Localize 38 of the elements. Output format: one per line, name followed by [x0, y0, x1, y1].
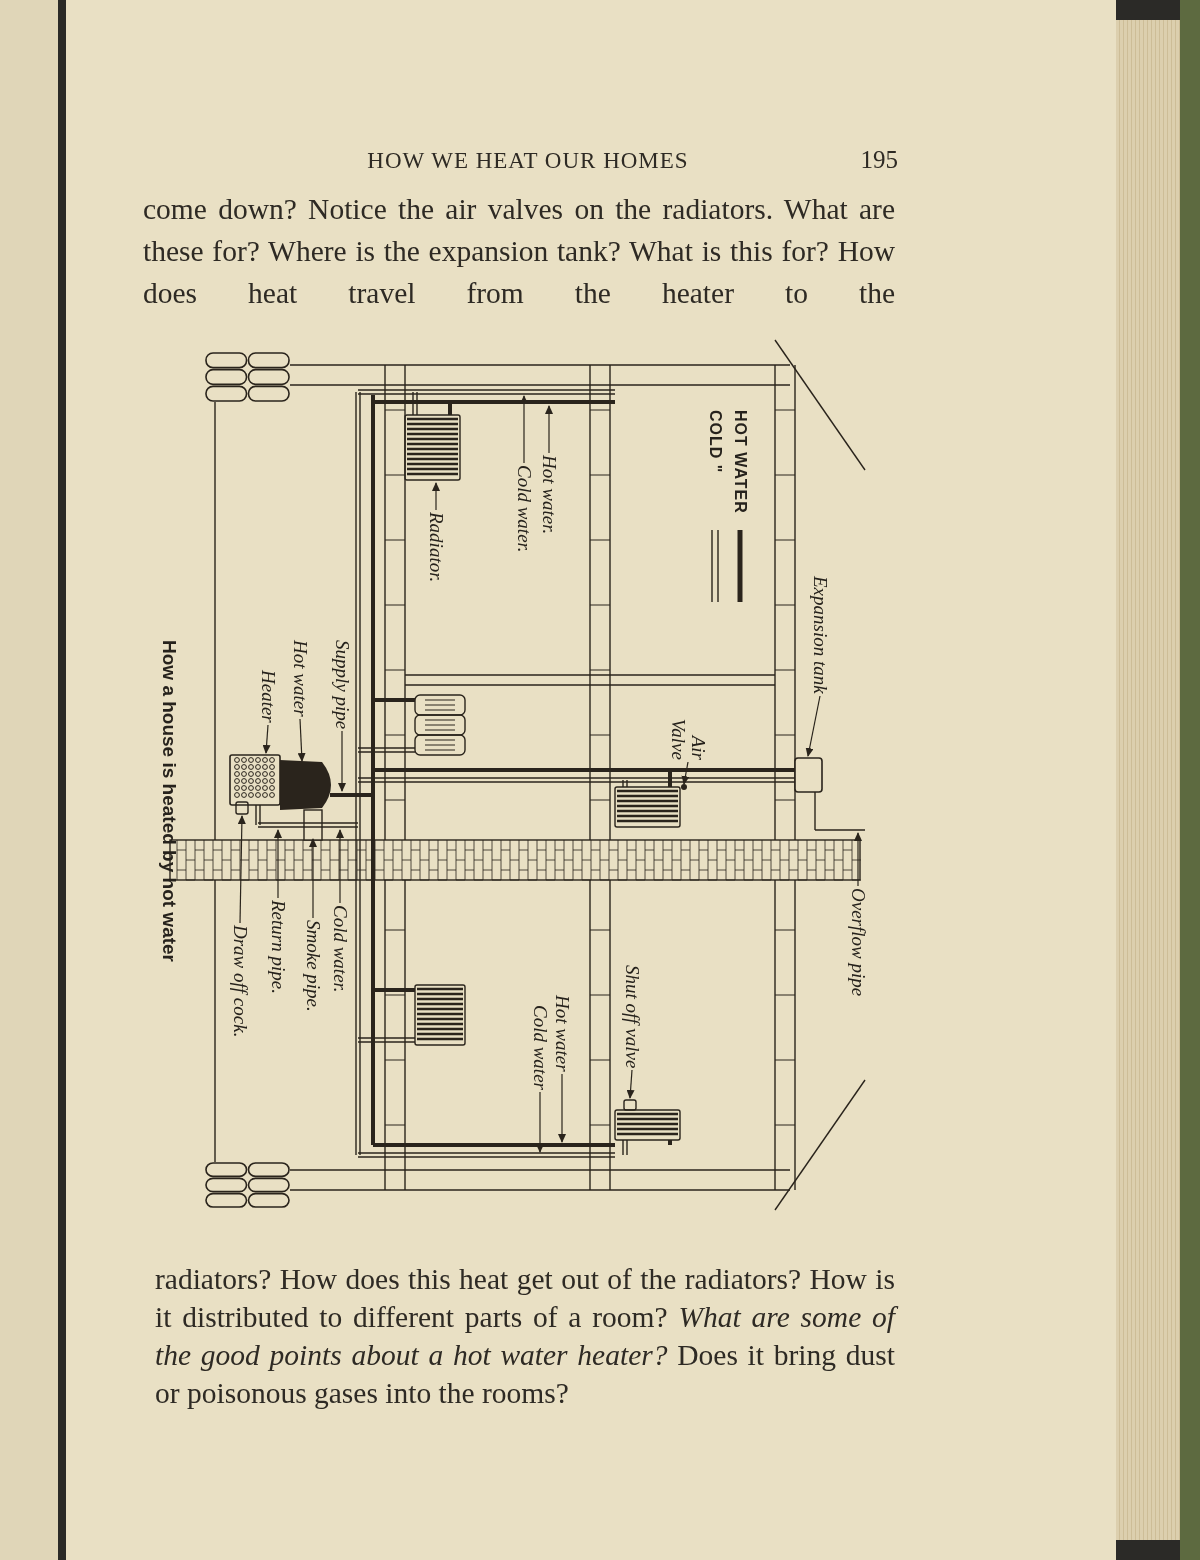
figure-caption: How a house is heated by hot water: [158, 640, 180, 962]
body-paragraph: come down? Notice the air valves on the radiators. What are these for? Where is the expansion tank? What is this for? How does heat travel from the heater to the: [143, 192, 895, 311]
part-label: Hot water: [552, 995, 572, 1072]
legend-text: COLD ": [706, 410, 725, 474]
part-label: Cold water: [530, 1005, 550, 1090]
running-head: HOW WE HEAT OUR HOMES: [366, 148, 690, 174]
part-label: Expansion tank: [810, 576, 830, 694]
leader-line: [545, 405, 553, 454]
leader-line: [536, 1091, 544, 1153]
part-label: Cold water.: [514, 465, 534, 553]
leader-line: [336, 829, 344, 904]
leader-line: [558, 1073, 566, 1143]
leader-line: [274, 829, 282, 899]
part-label: Heater: [258, 670, 278, 723]
part-label: Draw off cock.: [230, 925, 250, 1038]
part-label: Cold water.: [330, 905, 350, 993]
leader-line: [520, 395, 528, 464]
part-label: Overflow pipe: [848, 888, 868, 997]
legend-text: HOT WATER: [731, 410, 750, 514]
part-label: Hot water: [290, 640, 310, 717]
leader-line: [854, 832, 862, 887]
leader-line: [338, 730, 346, 792]
leader-line: [805, 695, 821, 757]
leader-line: [237, 815, 246, 924]
part-label: Shut off valve: [622, 965, 642, 1069]
part-label: Return pipe.: [268, 900, 288, 994]
part-label: Hot water.: [539, 455, 559, 535]
page-number: 195: [859, 146, 898, 174]
leader-line: [297, 718, 306, 762]
leader-line: [432, 482, 440, 511]
part-label: Radiator.: [426, 512, 446, 583]
leader-line: [681, 761, 690, 785]
part-label: Supply pipe: [332, 640, 352, 730]
leader-line: [262, 724, 271, 754]
leader-line: [626, 1069, 635, 1099]
part-label: Air Valve: [668, 712, 708, 760]
leader-line: [309, 838, 317, 919]
part-label: Smoke pipe.: [303, 920, 323, 1012]
